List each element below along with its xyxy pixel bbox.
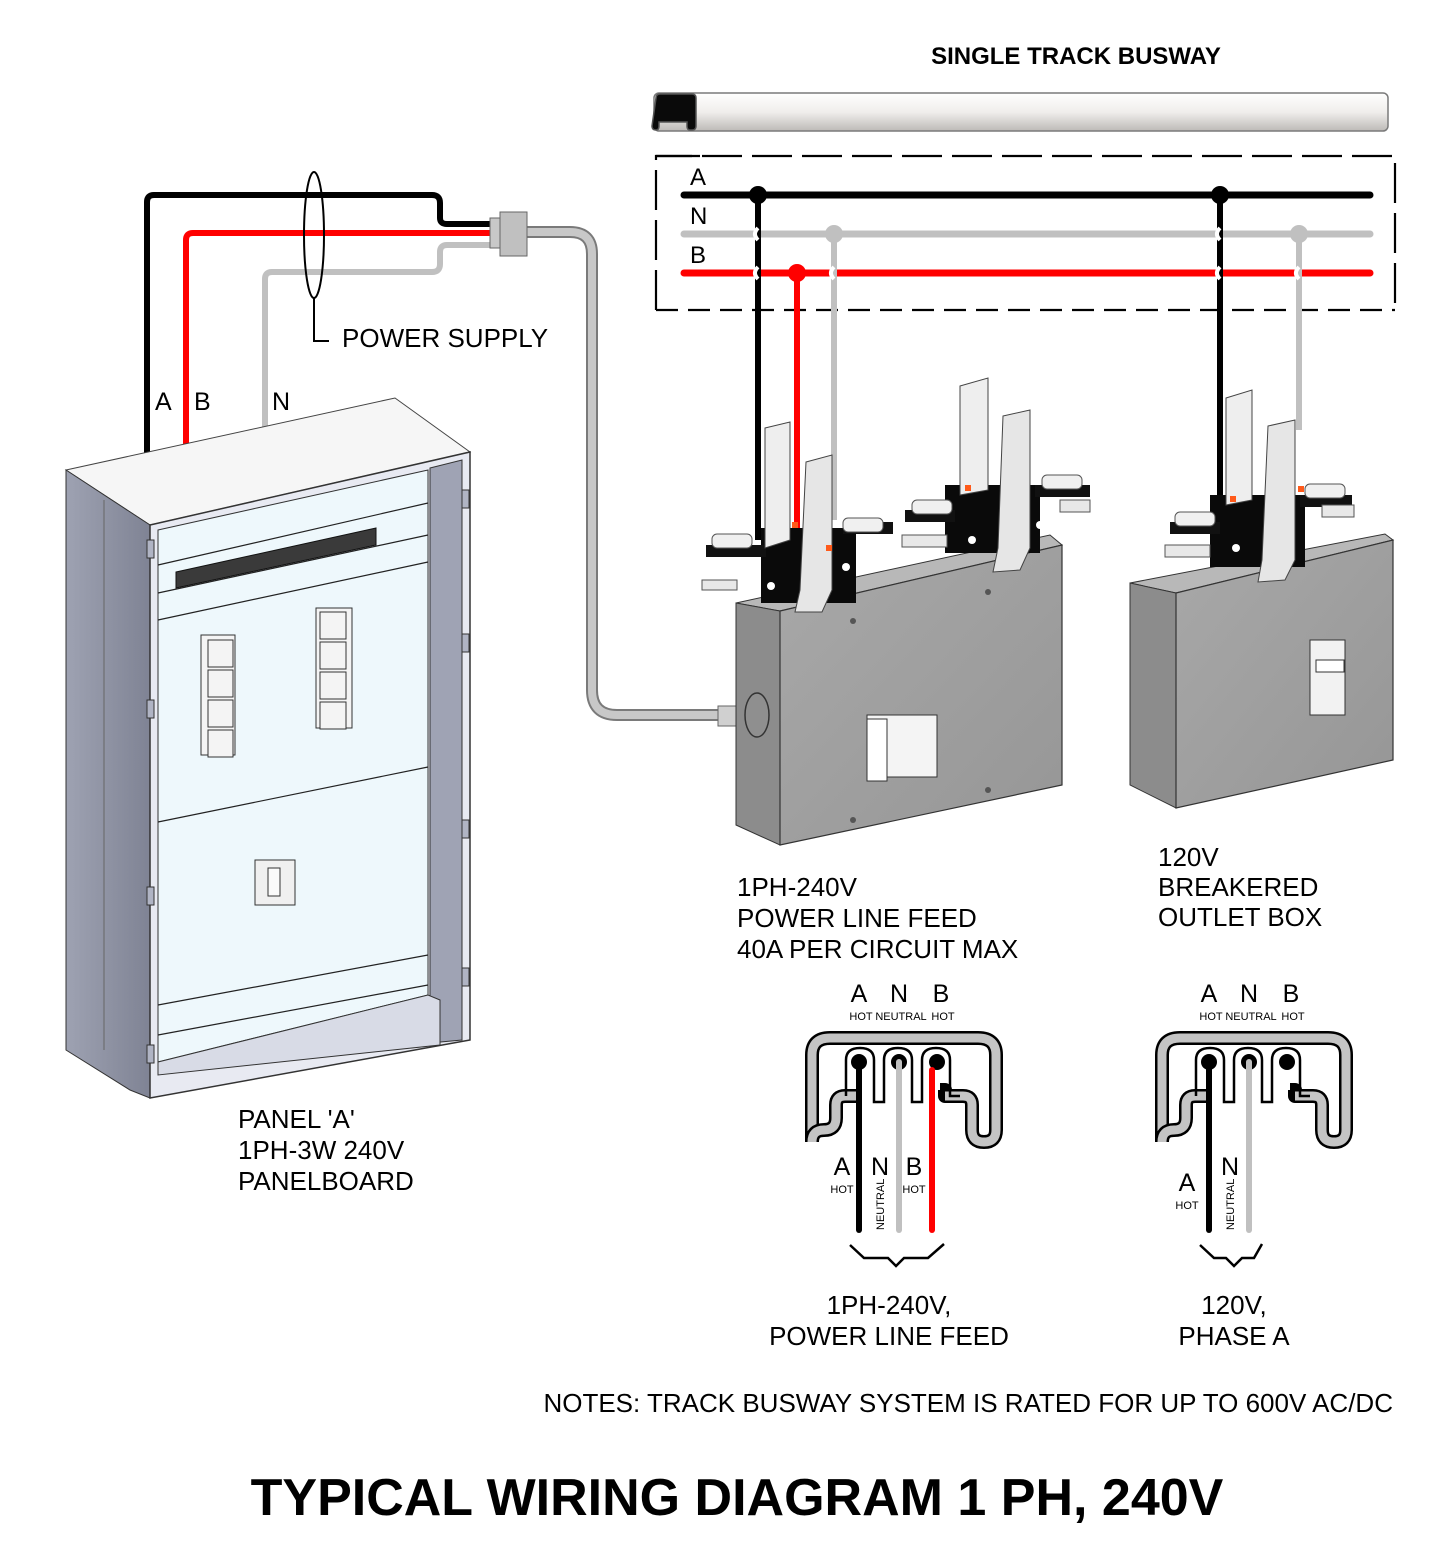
plug-head-feed-1 xyxy=(701,421,893,613)
section1-top-letter-a: A xyxy=(851,980,868,1008)
plug-head-outlet xyxy=(1164,389,1355,583)
panelboard xyxy=(64,397,472,1099)
section2-top-sub-a: HOT xyxy=(1199,1011,1223,1023)
section2-bottom-sub-a: HOT xyxy=(1175,1200,1199,1212)
section1-bottom-sub-b: HOT xyxy=(902,1184,926,1196)
cross-section-120v: A N B HOT NEUTRAL HOT A HOT N NEUTRAL xyxy=(1155,980,1353,1268)
busway-title: SINGLE TRACK BUSWAY xyxy=(931,43,1221,70)
tap-node-a2 xyxy=(1211,186,1229,204)
section1-bottom-sub-n: NEUTRAL xyxy=(875,1179,887,1230)
section1-bottom-letter-n: N xyxy=(871,1153,889,1181)
wire-label-a: A xyxy=(155,388,172,416)
outlet-label-line-2: BREAKERED xyxy=(1158,872,1318,902)
tap-node-n1 xyxy=(825,225,843,243)
section2-caption-line-1: 120V, xyxy=(1201,1290,1267,1320)
section1-top-letter-b: B xyxy=(933,980,950,1008)
wire-a xyxy=(144,192,495,455)
section2-bottom-letter-a: A xyxy=(1179,1169,1196,1197)
panel-label-line-2: 1PH-3W 240V xyxy=(238,1135,405,1165)
section2-top-letter-n: N xyxy=(1240,980,1258,1008)
section1-bottom-letter-a: A xyxy=(834,1153,851,1181)
panel-label-line-3: PANELBOARD xyxy=(238,1166,414,1196)
wire-label-b: B xyxy=(194,388,211,416)
notes: NOTES: TRACK BUSWAY SYSTEM IS RATED FOR … xyxy=(543,1388,1393,1418)
feed-label-line-1: 1PH-240V xyxy=(737,872,858,902)
power-supply-label: POWER SUPPLY xyxy=(342,323,548,353)
section1-top-sub-a: HOT xyxy=(849,1011,873,1023)
section1-top-sub-n: NEUTRAL xyxy=(875,1011,926,1023)
plug-head-feed-2 xyxy=(901,377,1091,573)
tap-node-b1 xyxy=(788,264,806,282)
outlet-label-line-3: OUTLET BOX xyxy=(1158,902,1322,932)
section1-caption-line-2: POWER LINE FEED xyxy=(769,1321,1009,1351)
power-supply-cables xyxy=(144,171,737,727)
section2-top-letter-a: A xyxy=(1201,980,1218,1008)
tap-node-n2 xyxy=(1290,225,1308,243)
section2-top-letter-b: B xyxy=(1283,980,1300,1008)
panel-label-line-1: PANEL 'A' xyxy=(238,1104,355,1134)
busway-label-b: B xyxy=(690,242,706,269)
wire-label-n: N xyxy=(272,388,290,416)
section2-bottom-sub-n: NEUTRAL xyxy=(1225,1179,1237,1230)
section1-bottom-letter-b: B xyxy=(906,1153,923,1181)
feed-label-line-2: POWER LINE FEED xyxy=(737,903,977,933)
busway-label-n: N xyxy=(690,203,707,230)
feed-label-line-3: 40A PER CIRCUIT MAX xyxy=(737,934,1018,964)
outlet-label-line-1: 120V xyxy=(1158,842,1219,872)
section2-top-sub-n: NEUTRAL xyxy=(1225,1011,1276,1023)
wire-b xyxy=(183,230,495,445)
section2-top-sub-b: HOT xyxy=(1281,1011,1305,1023)
section2-bottom-letter-n: N xyxy=(1221,1153,1239,1181)
section1-caption-line-1: 1PH-240V, xyxy=(827,1290,952,1320)
section1-bottom-sub-a: HOT xyxy=(830,1184,854,1196)
busway-rail xyxy=(651,92,1389,132)
busway-label-a: A xyxy=(690,164,706,191)
page-title: TYPICAL WIRING DIAGRAM 1 PH, 240V xyxy=(251,1469,1224,1527)
section1-top-sub-b: HOT xyxy=(931,1011,955,1023)
section2-caption-line-2: PHASE A xyxy=(1178,1321,1290,1351)
cross-section-240v: A N B HOT NEUTRAL HOT A HOT N NEUTRAL B … xyxy=(805,980,1003,1268)
section1-top-letter-n: N xyxy=(890,980,908,1008)
tap-node-a1 xyxy=(749,186,767,204)
busway-schematic: A N B xyxy=(654,154,1397,540)
wire-n xyxy=(262,242,495,435)
